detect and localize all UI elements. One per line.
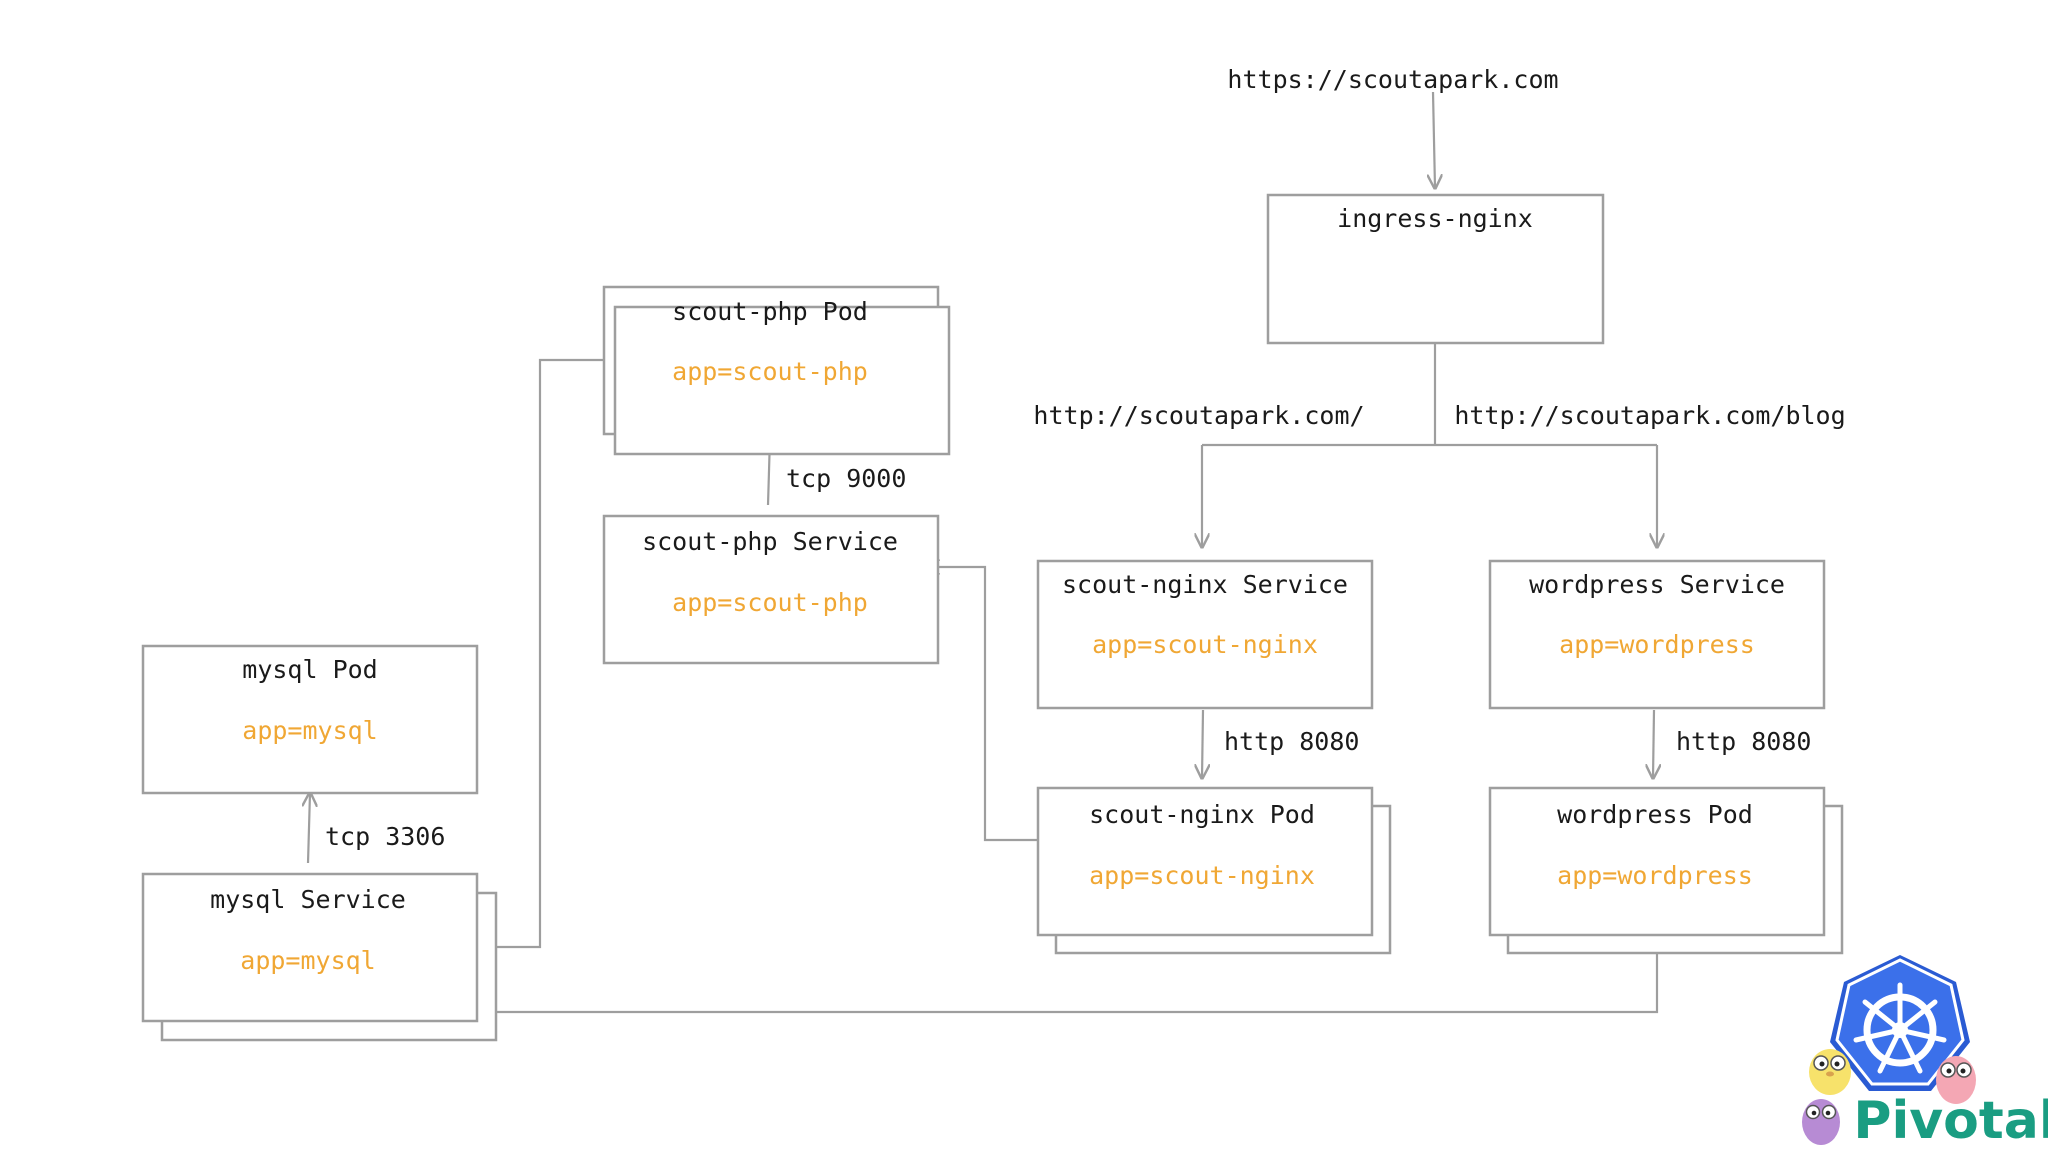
edge-label-tcp-9000: tcp 9000 xyxy=(786,464,906,493)
edge-mysql-service-to-wordpress-pod xyxy=(488,937,1657,1014)
edge-label-tcp-3306: tcp 3306 xyxy=(325,822,445,851)
node-label: app=mysql xyxy=(240,946,375,975)
node-label: app=scout-php xyxy=(672,357,868,386)
yellow-gopher-icon xyxy=(1809,1049,1851,1095)
edge-wordpress-service-to-pod xyxy=(1653,709,1654,778)
ingress-nginx-node: ingress-nginx xyxy=(1266,193,1605,345)
kubernetes-pivotal-logo: Pivotal xyxy=(1802,955,2048,1151)
mysql-pod-node: mysql Pod app=mysql xyxy=(141,644,479,795)
edge-scout-php-pod-to-mysql-service xyxy=(479,358,604,947)
node-title: mysql Service xyxy=(210,885,406,914)
edge-scout-nginx-pod-to-scout-php-service xyxy=(926,567,1047,842)
node-label: app=scout-nginx xyxy=(1089,861,1315,890)
node-title: scout-nginx Pod xyxy=(1089,800,1315,829)
node-title: wordpress Pod xyxy=(1557,800,1753,829)
scout-php-pod-node: scout-php Pod app=scout-php xyxy=(602,285,951,456)
scout-nginx-pod-node: scout-nginx Pod app=scout-nginx xyxy=(1036,786,1392,955)
edge-label-http-8080-nginx: http 8080 xyxy=(1224,727,1359,756)
wordpress-service-node: wordpress Service app=wordpress xyxy=(1488,559,1826,710)
edge-url-to-ingress xyxy=(1433,91,1435,188)
edge-label-route-blog: http://scoutapark.com/blog xyxy=(1454,401,1845,430)
edge-scout-nginx-service-to-pod xyxy=(1202,709,1203,778)
node-title: wordpress Service xyxy=(1529,570,1785,599)
node-label: app=wordpress xyxy=(1557,861,1753,890)
node-title: scout-php Service xyxy=(642,527,898,556)
node-title: ingress-nginx xyxy=(1337,204,1533,233)
node-title: scout-php Pod xyxy=(672,297,868,326)
top-url-label: https://scoutapark.com xyxy=(1227,65,1558,94)
connectors xyxy=(308,91,1657,1014)
pink-gopher-icon xyxy=(1936,1056,1976,1104)
wordpress-pod-node: wordpress Pod app=wordpress xyxy=(1488,786,1844,955)
purple-gopher-icon xyxy=(1802,1099,1840,1145)
edge-mysql-service-to-pod xyxy=(308,793,310,864)
edge-label-route-root: http://scoutapark.com/ xyxy=(1033,401,1364,430)
edge-label-http-8080-wordpress: http 8080 xyxy=(1676,727,1811,756)
scout-php-service-node: scout-php Service app=scout-php xyxy=(602,514,940,665)
kubernetes-wheel-icon xyxy=(1830,955,1970,1091)
node-label: app=wordpress xyxy=(1559,630,1755,659)
node-label: app=scout-nginx xyxy=(1092,630,1318,659)
node-title: scout-nginx Service xyxy=(1062,570,1348,599)
node-label: app=mysql xyxy=(242,716,377,745)
node-label: app=scout-php xyxy=(672,588,868,617)
pivotal-brand-text: Pivotal xyxy=(1853,1091,2048,1151)
scout-nginx-service-node: scout-nginx Service app=scout-nginx xyxy=(1036,559,1374,710)
edge-ingress-split xyxy=(1202,343,1657,447)
node-title: mysql Pod xyxy=(242,655,377,684)
mysql-service-node: mysql Service app=mysql xyxy=(141,872,498,1042)
